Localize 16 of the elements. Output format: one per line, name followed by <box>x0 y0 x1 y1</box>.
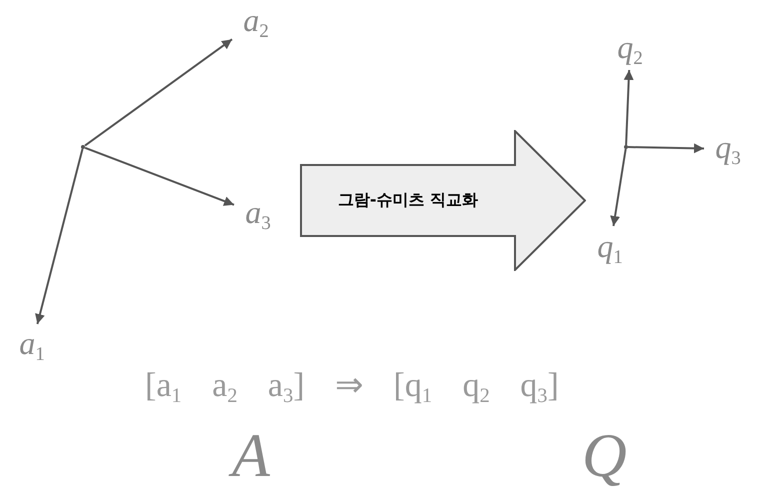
vector-label: q$_{1}$ <box>597 230 623 266</box>
vector-arrow <box>84 146 234 206</box>
vector-label: q$_{2}$ <box>617 30 643 68</box>
vector-arrow <box>84 38 233 146</box>
vector-arrow <box>628 143 704 154</box>
vector-arrow <box>610 148 627 226</box>
vector-label: a$_{1}$ <box>19 326 45 364</box>
matrix-equation: [a$_{1}$ a$_{2}$ a$_{3}$] ⇒ [q$_{1}$ q$_{2}$ q$_{3}$] <box>145 366 559 408</box>
process-label: 그람-슈미츠 직교화 <box>338 190 478 211</box>
vector-label: a$_{2}$ <box>243 4 269 40</box>
block-arrow <box>300 130 586 271</box>
matrix-symbol: Q <box>582 425 627 487</box>
vector-label: a$_{3}$ <box>245 196 271 232</box>
vector-arrow <box>624 70 634 146</box>
vector-arrow <box>35 148 84 324</box>
vector-label: q$_{3}$ <box>715 130 741 168</box>
